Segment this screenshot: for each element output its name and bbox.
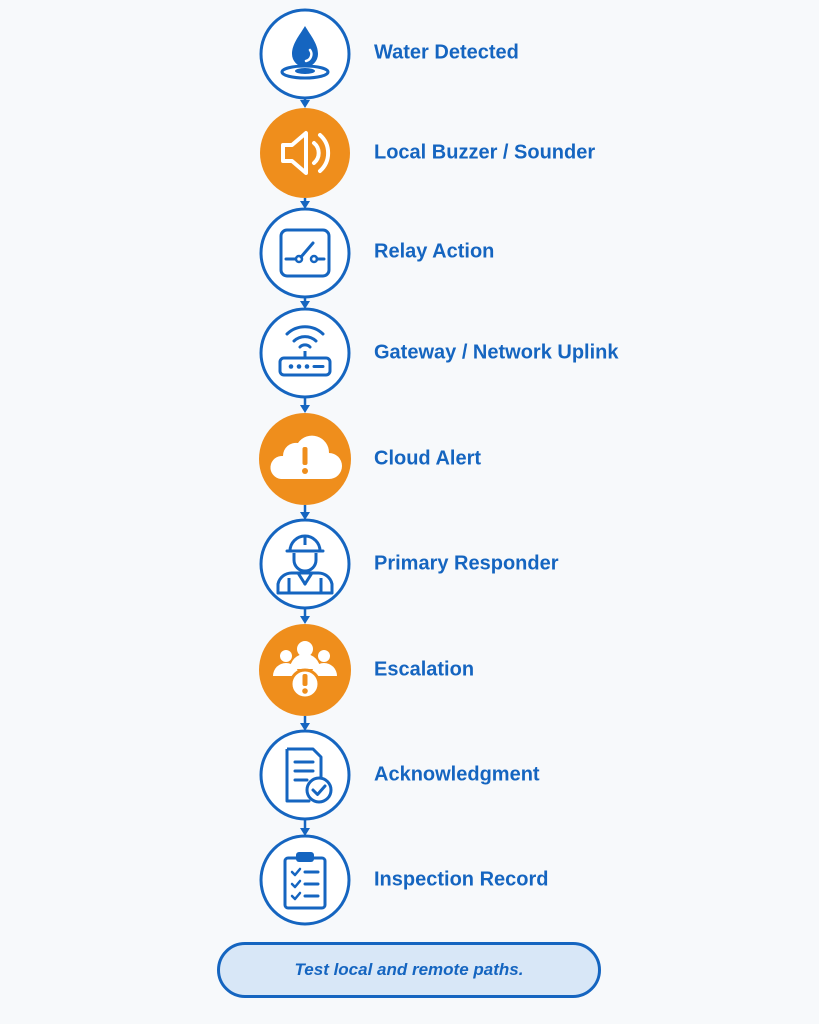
step-node-1 [259, 8, 351, 100]
step-node-2 [260, 108, 350, 198]
step-label-acknowledgment: Acknowledgment [374, 763, 540, 786]
step-node-4 [259, 307, 351, 399]
step-label-cloud-alert: Cloud Alert [374, 447, 482, 470]
step-label-gateway: Gateway / Network Uplink [374, 341, 619, 364]
step-node-7 [259, 624, 351, 716]
step-node-9 [259, 834, 351, 926]
connector-arrowhead-7 [300, 723, 310, 731]
connector-arrowhead-5 [300, 512, 310, 520]
step-node-8 [259, 729, 351, 821]
step-label-primary-responder: Primary Responder [374, 552, 559, 575]
footer-note-pill: Test local and remote paths. [217, 942, 601, 998]
step-node-6 [259, 518, 351, 610]
clipboard-checklist-icon [283, 852, 327, 910]
relay-switch-icon [279, 228, 331, 278]
step-label-escalation: Escalation [374, 658, 475, 681]
water-drop-icon [280, 26, 330, 80]
cloud-alert-icon [270, 435, 342, 479]
connector-arrowhead-8 [300, 828, 310, 836]
footer-note-text: Test local and remote paths. [294, 960, 524, 979]
connector-arrowhead-3 [300, 301, 310, 309]
step-node-3 [259, 207, 351, 299]
connector-arrowhead-4 [300, 405, 310, 413]
document-check-icon [285, 747, 333, 804]
step-node-5 [259, 413, 351, 505]
speaker-icon [281, 131, 331, 175]
worker-icon [276, 534, 334, 595]
group-alert-icon [273, 641, 337, 700]
step-label-relay-action: Relay Action [374, 240, 495, 263]
connector-arrowhead-2 [300, 201, 310, 209]
connector-arrowhead-1 [300, 100, 310, 108]
router-icon [278, 325, 332, 377]
step-label-water-detected: Water Detected [374, 41, 519, 64]
connector-arrowhead-6 [300, 616, 310, 624]
step-label-inspection-record: Inspection Record [374, 868, 549, 891]
step-label-local-buzzer: Local Buzzer / Sounder [374, 141, 596, 164]
